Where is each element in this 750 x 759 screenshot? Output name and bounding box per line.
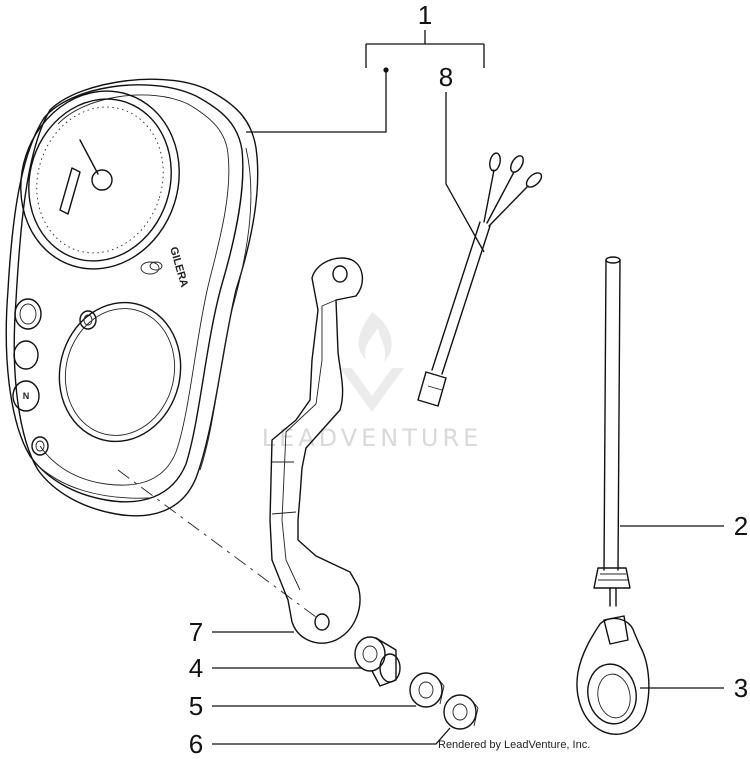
cable-ferrule [593, 567, 631, 607]
callout-3: 3 [640, 673, 748, 703]
tachometer-warning-zone [59, 167, 81, 215]
mounting-bracket [269, 257, 363, 644]
callout-2-label: 2 [734, 511, 748, 541]
drive-bore [587, 663, 637, 725]
callout-1-dot [383, 67, 389, 73]
speedometer-inner [64, 308, 176, 436]
watermark-text: LEADVENTURE [262, 424, 483, 452]
harness-terminal-b [510, 155, 524, 173]
tachometer-face [28, 98, 172, 262]
callout-1-leader [246, 72, 387, 133]
harness-wire-b [486, 171, 515, 224]
harness-wire-a [483, 169, 495, 223]
cluster-bezel-line [39, 94, 230, 486]
indicator-lamp-top [14, 298, 42, 330]
wiring-harness [417, 152, 543, 407]
tachometer-scale-ring [36, 106, 164, 254]
bracket-lower-hole [314, 613, 330, 631]
callout-5: 5 [189, 691, 416, 721]
nut [443, 694, 479, 730]
speedometer-cable [593, 256, 631, 607]
assembly-dash-line [117, 469, 321, 621]
tachometer [20, 90, 180, 270]
spacer-bushing [354, 636, 401, 687]
harness-connector [417, 371, 447, 407]
harness-terminal-a [489, 152, 501, 172]
callout-3-label: 3 [734, 673, 748, 703]
render-credit: Rendered by LeadVenture, Inc. [438, 739, 590, 751]
callout-4-label: 4 [189, 653, 203, 683]
callout-8: 8 [439, 62, 485, 253]
watermark-logo-icon [340, 312, 404, 412]
brand-logo-icon [140, 261, 163, 275]
callout-7-label: 7 [189, 617, 203, 647]
drive-inner-bore [597, 673, 631, 719]
bracket-outline [269, 257, 363, 644]
cable-top-end [605, 256, 621, 264]
indicator-lamp-neutral: N [12, 380, 40, 412]
cluster-front-face [5, 84, 244, 503]
indicator-lamp-middle [13, 340, 39, 370]
bracket-fold-line [281, 299, 337, 591]
drive-body [576, 617, 650, 735]
tachometer-needle-hub [91, 169, 113, 191]
callout-1-bracket [365, 30, 485, 68]
callout-2: 2 [620, 511, 748, 541]
speedometer-drive [576, 615, 650, 735]
washer [409, 672, 445, 708]
callout-8-leader [445, 92, 485, 253]
speedometer-recess [58, 301, 182, 443]
callout-5-label: 5 [189, 691, 203, 721]
callout-4: 4 [189, 653, 362, 683]
cluster-rear-shell [13, 78, 259, 517]
bracket-slot-lower [271, 511, 297, 515]
callout-6-leader [212, 727, 451, 745]
callout-7: 7 [189, 617, 294, 647]
drive-socket [603, 615, 629, 645]
bracket-upper-hole [332, 265, 348, 283]
callout-6-label: 6 [189, 729, 203, 759]
callout-1-label: 1 [418, 0, 432, 30]
tachometer-bezel [20, 90, 180, 270]
dashboard-brand: GILERA [167, 246, 190, 289]
callout-6: 6 [189, 727, 451, 759]
cluster-side-rib [199, 147, 252, 471]
cluster-bottom-rib [33, 461, 151, 499]
harness-cable [431, 221, 491, 375]
callout-1: 1 [246, 0, 485, 133]
harness-wire-c [488, 185, 529, 227]
watermark: LEADVENTURE [262, 312, 483, 452]
indicator-neutral-label: N [23, 391, 30, 401]
tachometer-needle [79, 139, 99, 175]
screw-upper-right [79, 310, 97, 330]
harness-terminal-c [525, 172, 543, 188]
instrument-cluster: GILERA N [5, 78, 259, 517]
screw-lower-left [31, 436, 49, 456]
callout-8-label: 8 [439, 62, 453, 92]
cable-sheath [603, 259, 621, 571]
speedometer-bezel [58, 301, 182, 443]
